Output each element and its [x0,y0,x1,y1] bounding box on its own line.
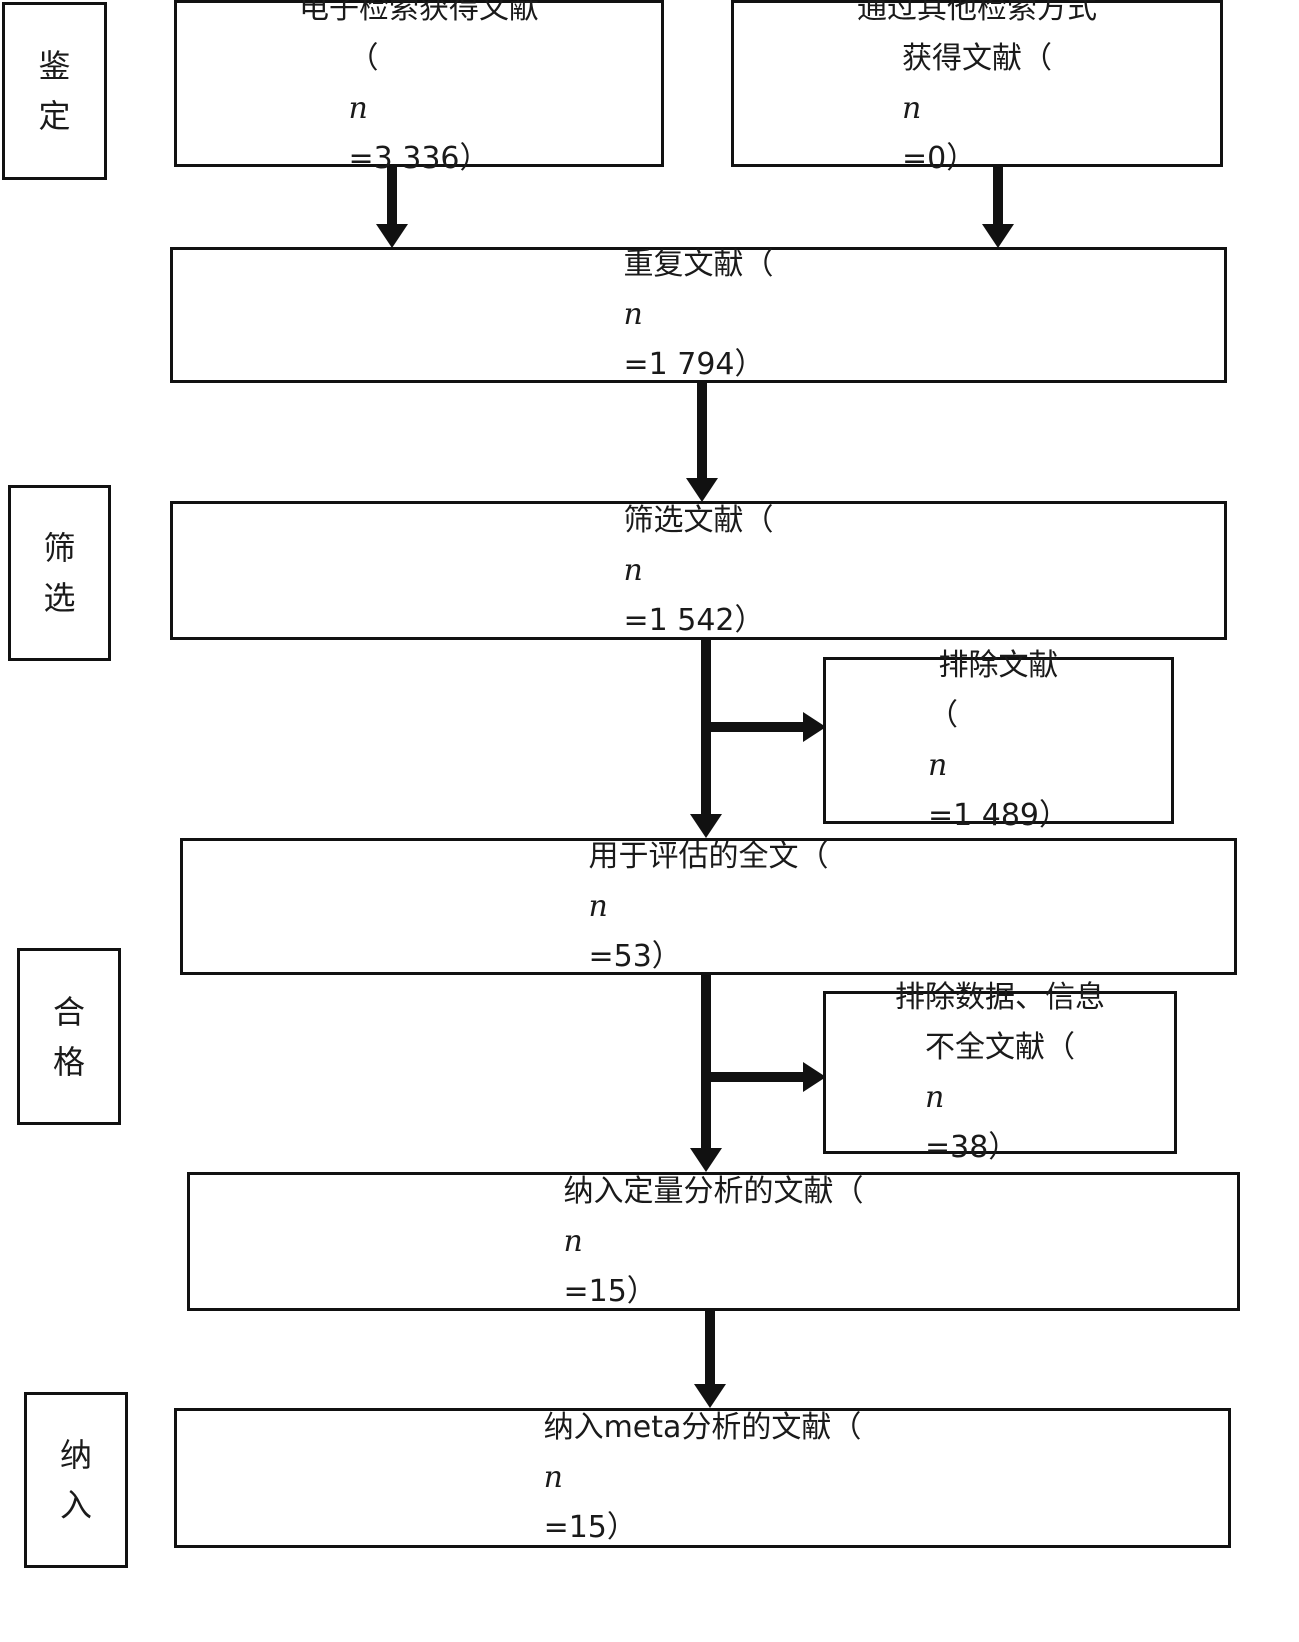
stage-label: 定 [38,97,71,135]
stage-label: 入 [59,1486,92,1524]
arrow-head [982,224,1014,248]
arrow-head [686,478,718,502]
node-text: 排除数据、信息 [895,979,1105,1015]
stage-screening-box: 筛 选 [8,485,111,661]
node-text: 纳入meta分析的文献（n=15） [543,1410,862,1545]
arrow-shaft [706,722,806,732]
arrow-shaft [993,166,1003,226]
fulltext-box: 用于评估的全文（n=53） [180,838,1237,975]
stage-label: 选 [43,579,76,617]
arrow-shaft [705,1310,715,1386]
arrow-head [690,1148,722,1172]
stage-label: 筛 [43,529,76,567]
arrow-head [694,1384,726,1408]
node-text: 电子检索获得文献 [299,0,539,26]
stage-identification-box: 鉴 定 [2,2,107,180]
node-text: 排除文献 [938,647,1059,683]
arrow-shaft [387,166,397,226]
arrow-shaft [697,382,707,480]
meta-analysis-box: 纳入meta分析的文献（n=15） [174,1408,1231,1548]
node-count: （n=1 489） [927,697,1070,833]
excluded-records-box: 排除文献 （n=1 489） [823,648,1174,833]
other-search-box: 通过其他检索方式 获得文献（n=0） [731,0,1223,176]
arrow-shaft [701,974,711,1150]
stage-label: 合 [52,992,85,1031]
stage-label: 鉴 [38,47,71,85]
electronic-search-box: 电子检索获得文献 （n=3 336） [174,0,664,176]
stage-eligibility-box: 合 格 [17,948,121,1125]
quantitative-box: 纳入定量分析的文献（n=15） [187,1172,1240,1311]
node-count: 获得文献（n=0） [902,40,1052,176]
arrow-head [803,1062,826,1092]
node-count: （n=3 336） [348,40,490,176]
arrow-head [376,224,408,248]
stage-label: 格 [52,1042,85,1081]
excluded-incomplete-box: 排除数据、信息 不全文献（n=38） [823,980,1177,1165]
node-text: 通过其他检索方式 [857,0,1097,26]
screened-box: 筛选文献（n=1 542） [170,501,1227,640]
arrow-shaft [706,1072,806,1082]
node-text: 纳入定量分析的文献（n=15） [563,1173,864,1309]
node-text: 用于评估的全文（n=53） [588,838,829,974]
node-text: 重复文献（n=1 794） [623,247,774,382]
arrow-head [803,712,826,742]
duplicates-box: 重复文献（n=1 794） [170,247,1227,383]
node-count: 不全文献（n=38） [925,1029,1075,1165]
stage-label: 纳 [59,1436,92,1474]
arrow-head [690,814,722,838]
stage-included-box: 纳 入 [24,1392,128,1568]
node-text: 筛选文献（n=1 542） [623,502,774,638]
